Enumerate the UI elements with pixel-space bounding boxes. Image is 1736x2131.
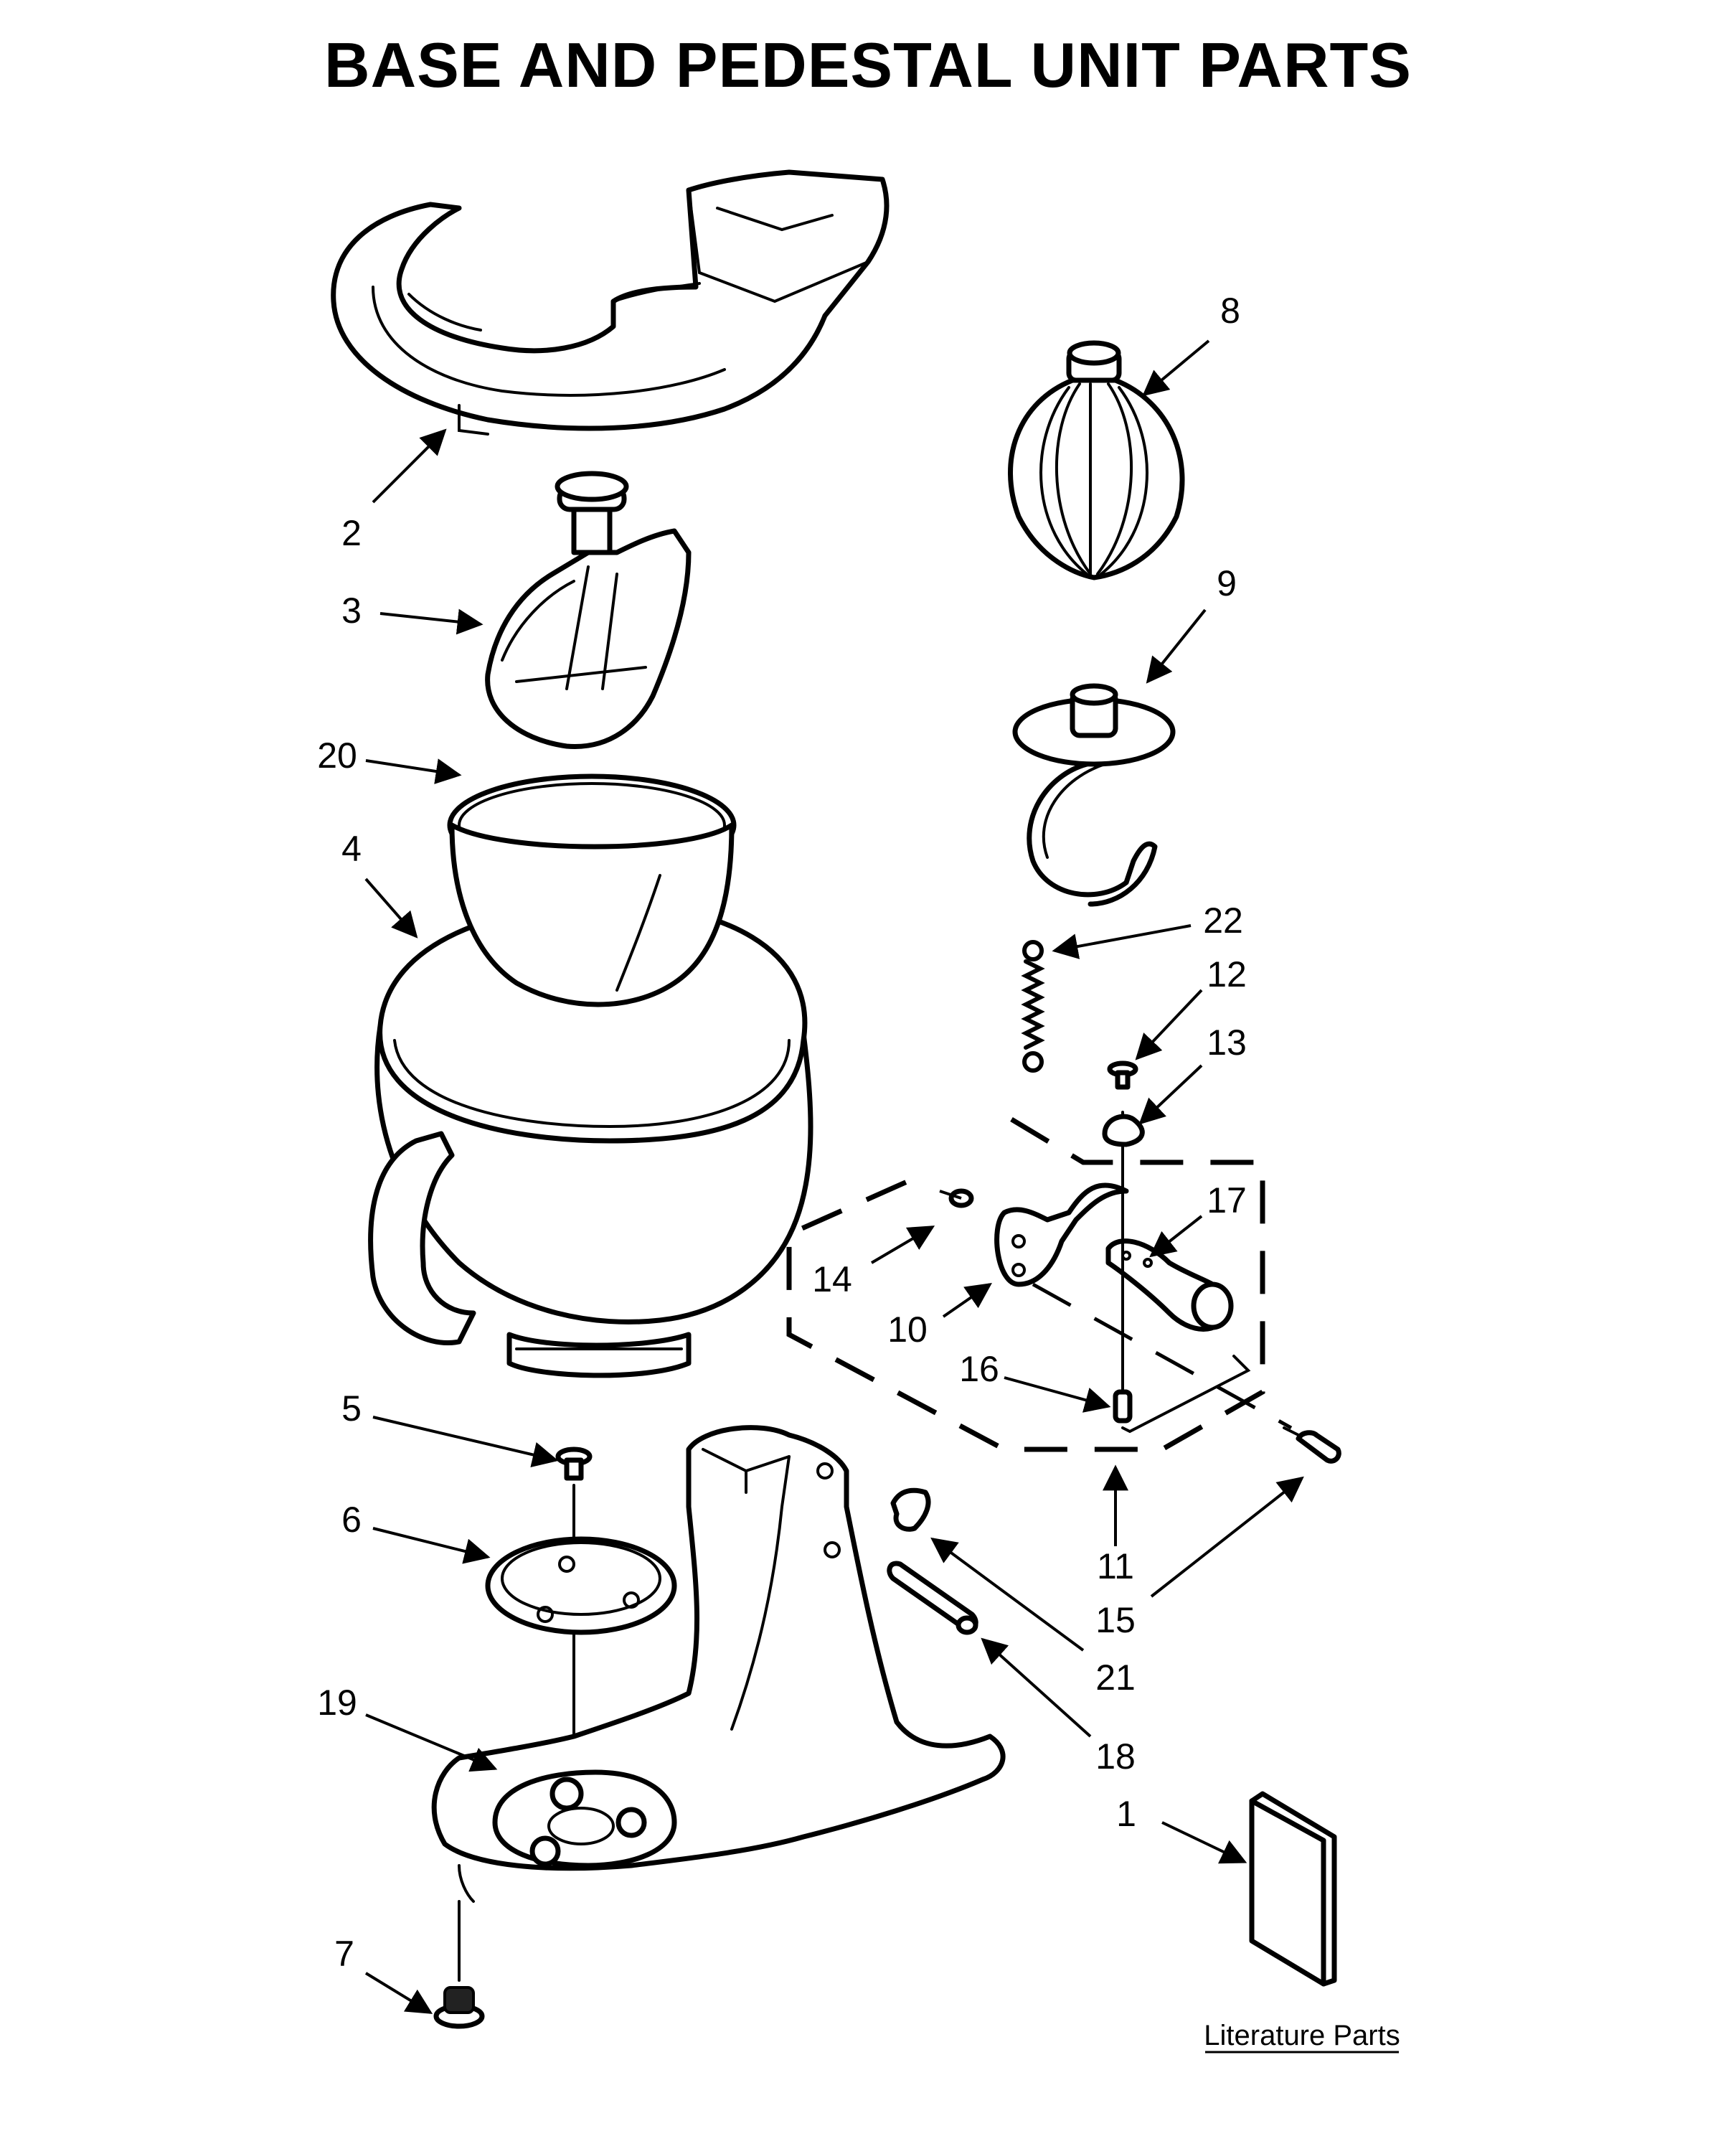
- leader-arrows: [364, 339, 1304, 2014]
- callout-4: 4: [341, 829, 362, 869]
- rubber-foot-part: [433, 1986, 485, 2029]
- pedestal-base-part: [431, 1425, 1006, 1982]
- callout-14: 14: [812, 1259, 852, 1299]
- clip-and-pins-parts: [887, 1430, 1341, 1635]
- page-title: BASE AND PEDESTAL UNIT PARTS: [324, 29, 1412, 100]
- callout-6: 6: [341, 1500, 362, 1540]
- screw-and-washer-parts: [1102, 1060, 1145, 1147]
- mixing-bowl-part: [368, 822, 813, 1378]
- bowl-lift-assembly-part: [786, 1111, 1314, 1452]
- callout-12: 12: [1207, 954, 1247, 994]
- literature-book-part: [1249, 1791, 1337, 1987]
- callout-17: 17: [1207, 1180, 1247, 1220]
- clamp-plate-part: [485, 1536, 677, 1810]
- literature-parts-label-group: Literature Parts: [1204, 2020, 1400, 2054]
- callout-9: 9: [1217, 563, 1237, 603]
- callout-18: 18: [1095, 1736, 1136, 1777]
- pouring-shield-part: [331, 169, 890, 436]
- callout-3: 3: [341, 591, 362, 631]
- callout-8: 8: [1220, 291, 1240, 331]
- callout-1: 1: [1116, 1794, 1136, 1834]
- callout-7: 7: [334, 1934, 354, 1974]
- callout-20: 20: [317, 735, 357, 776]
- dough-hook-part: [1012, 683, 1176, 907]
- callout-labels: 8 9 2 3 20 4 22 12 13 17 14 10 16 11 15 …: [317, 291, 1247, 1974]
- wire-whip-part: [1008, 340, 1185, 580]
- flat-beater-part: [485, 471, 692, 749]
- callout-10: 10: [887, 1309, 928, 1350]
- callout-13: 13: [1207, 1022, 1247, 1063]
- callout-19: 19: [317, 1683, 357, 1723]
- screw-part: [555, 1446, 593, 1551]
- callout-15: 15: [1095, 1600, 1136, 1640]
- callout-16: 16: [959, 1349, 999, 1389]
- spring-part: [1021, 940, 1045, 1073]
- callout-21: 21: [1095, 1657, 1136, 1698]
- callout-22: 22: [1203, 900, 1243, 941]
- callout-5: 5: [341, 1388, 362, 1429]
- callout-2: 2: [341, 513, 362, 553]
- literature-parts-label: Literature Parts: [1204, 2020, 1400, 2051]
- callout-11: 11: [1097, 1546, 1134, 1586]
